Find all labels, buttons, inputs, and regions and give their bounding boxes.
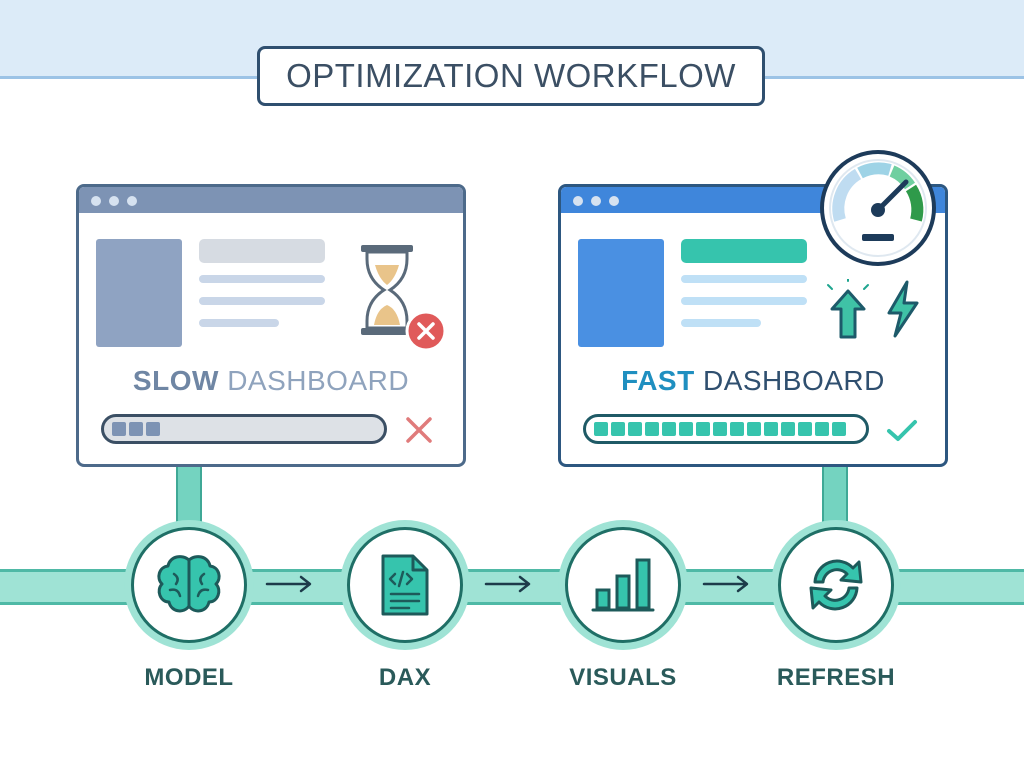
text-placeholder	[199, 275, 325, 283]
lightning-icon	[887, 280, 919, 338]
fast-label-bold: FAST	[621, 365, 695, 396]
progress-segment	[662, 422, 676, 436]
text-placeholder	[199, 319, 279, 327]
window-dot	[609, 196, 619, 206]
text-placeholder	[681, 319, 761, 327]
progress-segment	[832, 422, 846, 436]
step-dax	[347, 527, 463, 643]
progress-segment	[747, 422, 761, 436]
progress-segment	[764, 422, 778, 436]
text-placeholder	[681, 275, 807, 283]
progress-segment	[129, 422, 143, 436]
refresh-icon	[809, 559, 863, 611]
progress-segment	[611, 422, 625, 436]
chart-placeholder	[96, 239, 182, 347]
text-placeholder	[681, 297, 807, 305]
slow-dashboard-label: SLOW DASHBOARD	[79, 365, 463, 397]
text-placeholder	[199, 297, 325, 305]
step-visuals	[565, 527, 681, 643]
check-icon	[887, 420, 917, 441]
step-label-visuals: VISUALS	[569, 664, 677, 691]
cross-icon	[406, 417, 432, 443]
chart-placeholder	[578, 239, 664, 347]
progress-segment	[679, 422, 693, 436]
arrow-up-icon	[827, 279, 869, 339]
fast-progress-bar	[583, 414, 869, 444]
window-dot	[91, 196, 101, 206]
speedometer-icon	[820, 150, 936, 266]
progress-segment	[594, 422, 608, 436]
progress-segment	[798, 422, 812, 436]
arrow-right-icon	[484, 575, 531, 593]
slow-label-rest: DASHBOARD	[218, 365, 410, 396]
progress-segment	[645, 422, 659, 436]
progress-segment	[696, 422, 710, 436]
step-label-model: MODEL	[144, 664, 234, 691]
step-label-dax: DAX	[378, 664, 432, 691]
progress-segment	[112, 422, 126, 436]
arrow-right-icon	[702, 575, 749, 593]
step-label-refresh: REFRESH	[776, 664, 896, 691]
progress-segment	[815, 422, 829, 436]
step-model	[131, 527, 247, 643]
fast-dashboard-label: FAST DASHBOARD	[561, 365, 945, 397]
slow-progress-bar	[101, 414, 387, 444]
progress-segment	[730, 422, 744, 436]
step-refresh	[778, 527, 894, 643]
error-badge-icon	[405, 310, 447, 352]
slow-label-bold: SLOW	[132, 365, 219, 396]
window-dot	[591, 196, 601, 206]
heading-placeholder	[199, 239, 325, 263]
arrow-right-icon	[265, 575, 312, 593]
brain-icon	[157, 555, 221, 613]
window-dot	[109, 196, 119, 206]
title-box: OPTIMIZATION WORKFLOW	[257, 46, 765, 106]
slow-dashboard-window: SLOW DASHBOARD	[76, 184, 466, 467]
progress-segment	[713, 422, 727, 436]
code-document-icon	[381, 554, 429, 616]
window-dot	[127, 196, 137, 206]
window-titlebar	[79, 187, 463, 213]
page-title: OPTIMIZATION WORKFLOW	[286, 57, 736, 94]
bar-chart-icon	[591, 558, 655, 612]
progress-segment	[628, 422, 642, 436]
progress-segment	[146, 422, 160, 436]
fast-label-rest: DASHBOARD	[694, 365, 885, 396]
heading-placeholder	[681, 239, 807, 263]
progress-segment	[781, 422, 795, 436]
window-dot	[573, 196, 583, 206]
